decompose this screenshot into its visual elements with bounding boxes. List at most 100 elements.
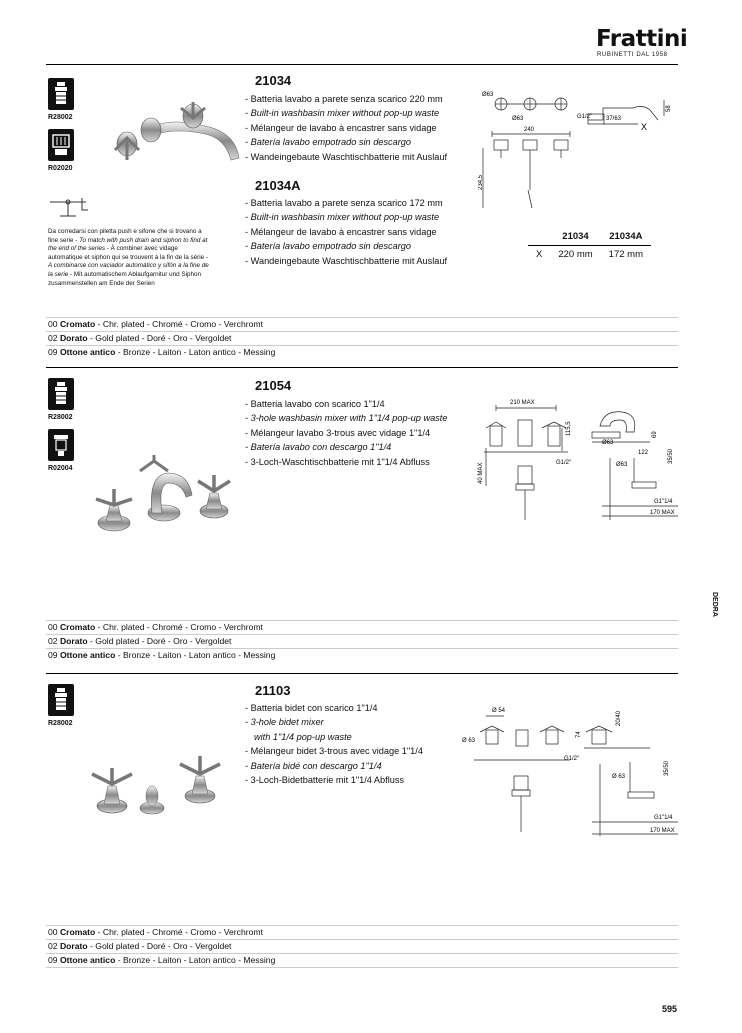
section2-icons: R28002 R02004 [48,378,74,472]
desc-line: Mélangeur de lavabo à encastrer sans vid… [245,121,447,135]
finish-row: 02 Dorato - Gold plated - Doré - Oro - V… [48,333,232,343]
cartridge-icon [48,78,74,110]
product-code: 21103 [255,683,291,698]
dim-label: 122 [638,450,649,456]
dim-label: 37/63 [606,116,622,122]
desc-line: 3-Loch-Bidetbatterie mit 1"1/4 Abfluss [245,773,423,787]
dim-label: 115,5 [566,421,572,436]
desc-line: Batteria lavabo a parete senza scarico 2… [245,92,447,106]
product-description: Batteria lavabo a parete senza scarico 1… [245,196,447,268]
section1-icons: R28002 R02020 [48,78,74,172]
desc-line: Batteria bidet con scarico 1"1/4 [245,701,423,715]
finish-row: 00 Cromato - Chr. plated - Chromé - Crom… [48,622,263,632]
desc-line: Batería lavabo empotrado sin descargo [245,135,447,149]
dim-label: 170 MAX [650,828,675,834]
desc-line: Mélangeur bidet 3-trous avec vidage 1"1/… [245,744,423,758]
dim-label: G1"1/4 [654,815,673,821]
dim-label: 210 MAX [510,400,535,406]
table-cell: X [536,249,543,260]
icon-code: R28002 [48,114,73,121]
desc-line: Batteria lavabo a parete senza scarico 1… [245,196,447,210]
dim-label: 20/40 [616,710,622,726]
desc-line: Batería bidé con descargo 1"1/4 [245,759,423,773]
product-description: Batteria lavabo con scarico 1"1/4 3-hole… [245,397,448,469]
technical-drawing-21103: Ø 54 Ø 63 74 20/40 G1/2" Ø 63 35/50 G1"1… [462,708,678,836]
brand-logo: Frattini [596,26,688,52]
pop-up-waste-icon [48,429,74,461]
product-code: 21034 [255,73,292,88]
product-photo-21034 [113,102,240,161]
accessory-note: Da corredarsi con piletta push e sifone … [48,228,209,287]
dim-label: 74 [576,731,582,738]
finish-row: 02 Dorato - Gold plated - Doré - Oro - V… [48,636,232,646]
dim-label: 170 MAX [650,510,675,516]
product-photo-21103 [91,756,221,815]
dim-label: Ø63 [512,116,524,122]
product-code: 21034A [255,178,301,193]
technical-drawing-21034: Ø63 Ø63 240 G1/2" 37/63 X 58 234,5 [478,92,672,209]
technical-drawing-21054: 210 MAX 115,5 40 MAX G1/2" Ø63 122 69 35… [478,400,678,520]
header-rule [46,64,678,65]
dim-label: 69 [652,431,658,438]
desc-line: Built-in washbasin mixer without pop-up … [245,210,447,224]
desc-line: Mélangeur de lavabo à encastrer sans vid… [245,225,447,239]
icon-code: R02004 [48,465,73,472]
table-cell: 172 mm [608,249,643,260]
dim-label: Ø 54 [492,708,506,714]
dim-label: 240 [524,127,535,133]
product-code: 21054 [255,378,292,393]
product-description: Batteria bidet con scarico 1"1/4 3-hole … [245,701,423,787]
dim-label: 234,5 [478,174,484,190]
product-photo-21054 [95,455,231,532]
dim-label: X [641,122,647,132]
siphon-icon [50,198,88,217]
finish-row: 09 Ottone antico - Bronze - Laiton - Lat… [48,955,276,965]
finish-row: 09 Ottone antico - Bronze - Laiton - Lat… [48,650,276,660]
desc-line: 3-hole washbasin mixer with 1"1/4 pop-up… [245,411,448,425]
section-rule [46,367,678,368]
page-number: 595 [662,1004,678,1014]
desc-line: Built-in washbasin mixer without pop-up … [245,106,447,120]
cartridge-icon [48,684,74,716]
dim-label: 40 MAX [478,463,484,484]
series-side-tab: DEDRA [711,592,718,617]
desc-line: with 1"1/4 pop-up waste [254,731,352,742]
desc-line: Mélangeur lavabo 3-trous avec vidage 1"1… [245,426,447,440]
desc-line: Batería lavabo con descargo 1"1/4 [245,440,447,454]
table-header: 21034 [550,228,601,246]
icon-code: R02020 [48,165,73,172]
desc-line: 3-Loch-Waschtischbatterie mit 1"1/4 Abfl… [245,455,447,469]
desc-line: Wandeingebaute Waschtischbatterie mit Au… [245,254,447,268]
wall-box-icon [48,129,74,161]
dim-label: Ø 63 [612,774,626,780]
dim-label: G1/2" [564,756,579,762]
dim-label: 58 [666,105,672,112]
dim-label: Ø63 [616,462,628,468]
icon-code: R28002 [48,720,73,727]
desc-line: Batteria lavabo con scarico 1"1/4 [245,397,447,411]
icon-code: R28002 [48,414,73,421]
table-header: 21034A [600,228,651,246]
finish-row: 00 Cromato - Chr. plated - Chromé - Crom… [48,927,263,937]
cartridge-icon [48,378,74,410]
dim-label: Ø63 [482,92,494,98]
dim-label: G1/2" [577,114,592,120]
finish-row: 00 Cromato - Chr. plated - Chromé - Crom… [48,319,263,329]
finish-row: 02 Dorato - Gold plated - Doré - Oro - V… [48,941,232,951]
dim-label: G1/2" [556,460,571,466]
product-description: Batteria lavabo a parete senza scarico 2… [245,92,447,164]
section3-icons: R28002 [48,684,74,727]
dimension-table: 21034 21034A X 220 mm 172 mm [528,228,651,263]
desc-line: Batería lavabo empotrado sin descargo [245,239,447,253]
dim-label: 35/50 [668,448,674,464]
desc-line: 3-hole bidet mixer [245,715,423,729]
table-header [528,228,551,246]
section-rule [46,673,678,674]
desc-line: Wandeingebaute Waschtischbatterie mit Au… [245,150,447,164]
dim-label: 35/50 [664,760,670,776]
dim-label: G1"1/4 [654,499,673,505]
table-cell: 220 mm [558,249,593,260]
dim-label: Ø63 [602,440,614,446]
dim-label: Ø 63 [462,738,476,744]
brand-tagline: RUBINETTI DAL 1958 [597,52,668,58]
